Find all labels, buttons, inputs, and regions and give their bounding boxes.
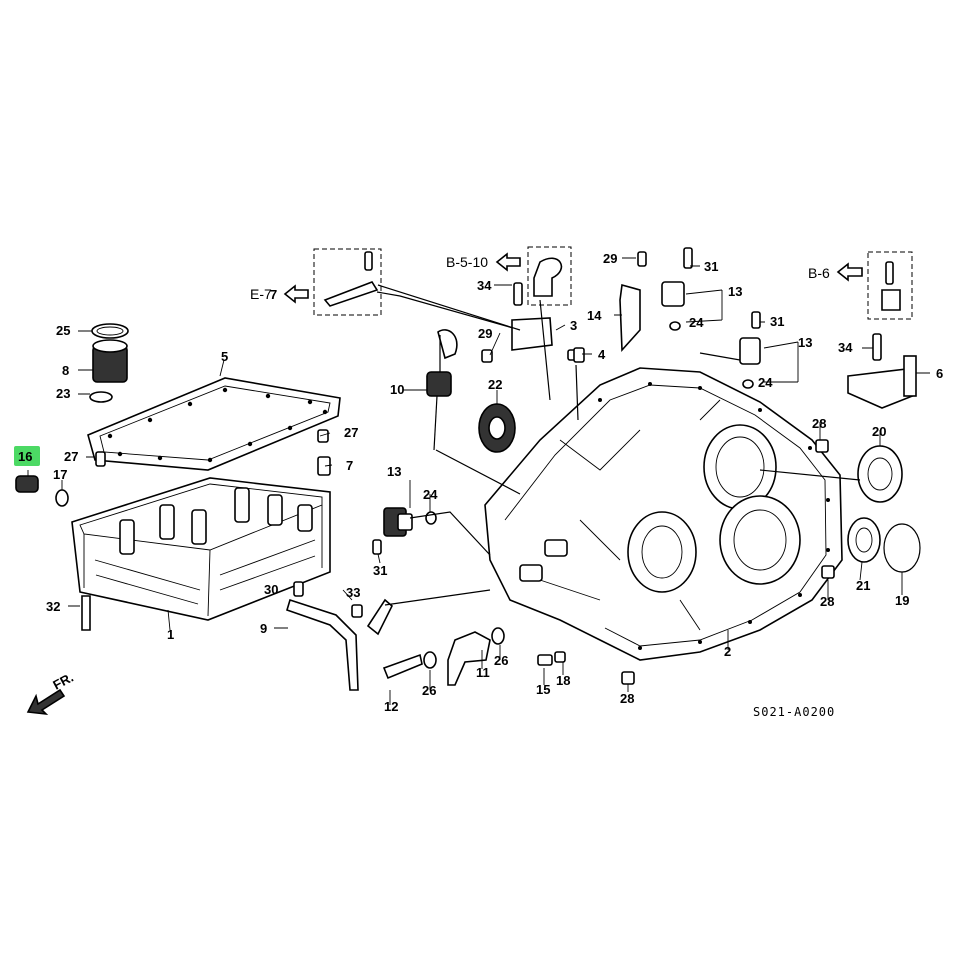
- pipe-11: [382, 627, 505, 686]
- callout-6: 6: [936, 366, 943, 381]
- callout-5: 5: [221, 349, 228, 364]
- callout-26-right: 26: [494, 653, 508, 668]
- ref-e7: E-7: [250, 286, 272, 302]
- callout-28-right: 28: [820, 594, 834, 609]
- callout-34-right: 34: [838, 340, 853, 355]
- callout-10: 10: [390, 382, 404, 397]
- callout-26-left: 26: [422, 683, 436, 698]
- callout-9: 9: [260, 621, 267, 636]
- ref-b510: B-5-10: [446, 254, 488, 270]
- gear-22: [478, 403, 516, 453]
- callout-28-bottom: 28: [620, 691, 634, 706]
- diagram-code: S021-A0200: [753, 705, 835, 719]
- highlight-callout-16: [14, 446, 40, 466]
- connector-box-b510: [511, 246, 572, 351]
- solenoids-top: [573, 247, 761, 389]
- connector-box-e7: [313, 248, 521, 331]
- callout-30: 30: [264, 582, 278, 597]
- callout-labels: 16 25 8 23 5 27 17 32 1 27 7 10 22 13 24…: [14, 251, 943, 714]
- callout-13-right: 13: [798, 335, 812, 350]
- callout-4: 4: [598, 347, 606, 362]
- callout-16: 16: [18, 449, 32, 464]
- callout-29-top: 29: [603, 251, 617, 266]
- ref-arrows: [26, 252, 863, 716]
- dipstick-10: [426, 329, 458, 451]
- callout-12: 12: [384, 699, 398, 714]
- callout-23: 23: [56, 386, 70, 401]
- callout-18: 18: [556, 673, 570, 688]
- callout-15: 15: [536, 682, 550, 697]
- callout-21: 21: [856, 578, 870, 593]
- callout-24-right: 24: [758, 375, 773, 390]
- callout-14: 14: [587, 308, 602, 323]
- callout-27-left: 27: [64, 449, 78, 464]
- callout-3: 3: [570, 318, 577, 333]
- connector-box-b6: [847, 251, 917, 409]
- callout-31-top: 31: [704, 259, 718, 274]
- callout-31-left: 31: [373, 563, 387, 578]
- callout-24-left: 24: [423, 487, 438, 502]
- callout-7-lower: 7: [346, 458, 353, 473]
- transmission-housing: [484, 349, 843, 661]
- callout-2: 2: [724, 644, 731, 659]
- callout-24-top: 24: [689, 315, 704, 330]
- callout-20: 20: [872, 424, 886, 439]
- callout-25: 25: [56, 323, 70, 338]
- callout-13-top: 13: [728, 284, 742, 299]
- callout-22: 22: [488, 377, 502, 392]
- callout-8: 8: [62, 363, 69, 378]
- solenoid-13-left: [372, 507, 437, 555]
- bearing-21: [847, 517, 881, 563]
- leader-lines: [27, 257, 930, 705]
- front-marker: FR.: [50, 670, 76, 693]
- callout-7-upper: 7: [270, 287, 277, 302]
- callout-32: 32: [46, 599, 60, 614]
- callout-1: 1: [167, 627, 174, 642]
- oil-pan-assembly: [15, 323, 341, 631]
- callout-17: 17: [53, 467, 67, 482]
- callout-27-mid: 27: [344, 425, 358, 440]
- callout-29-left: 29: [478, 326, 492, 341]
- callout-13-left: 13: [387, 464, 401, 479]
- ref-b6: B-6: [808, 265, 830, 281]
- callout-19: 19: [895, 593, 909, 608]
- reference-labels: E-7 B-5-10 B-6 FR. S021-A0200: [50, 254, 835, 719]
- callout-31-right: 31: [770, 314, 784, 329]
- callout-11: 11: [476, 665, 490, 680]
- seal-19: [883, 523, 921, 573]
- callout-28-top: 28: [812, 416, 826, 431]
- small-bolts: [317, 349, 835, 685]
- pipe-9: [286, 581, 393, 691]
- callout-33: 33: [346, 585, 360, 600]
- bearing-20: [857, 445, 903, 503]
- callout-34-left: 34: [477, 278, 492, 293]
